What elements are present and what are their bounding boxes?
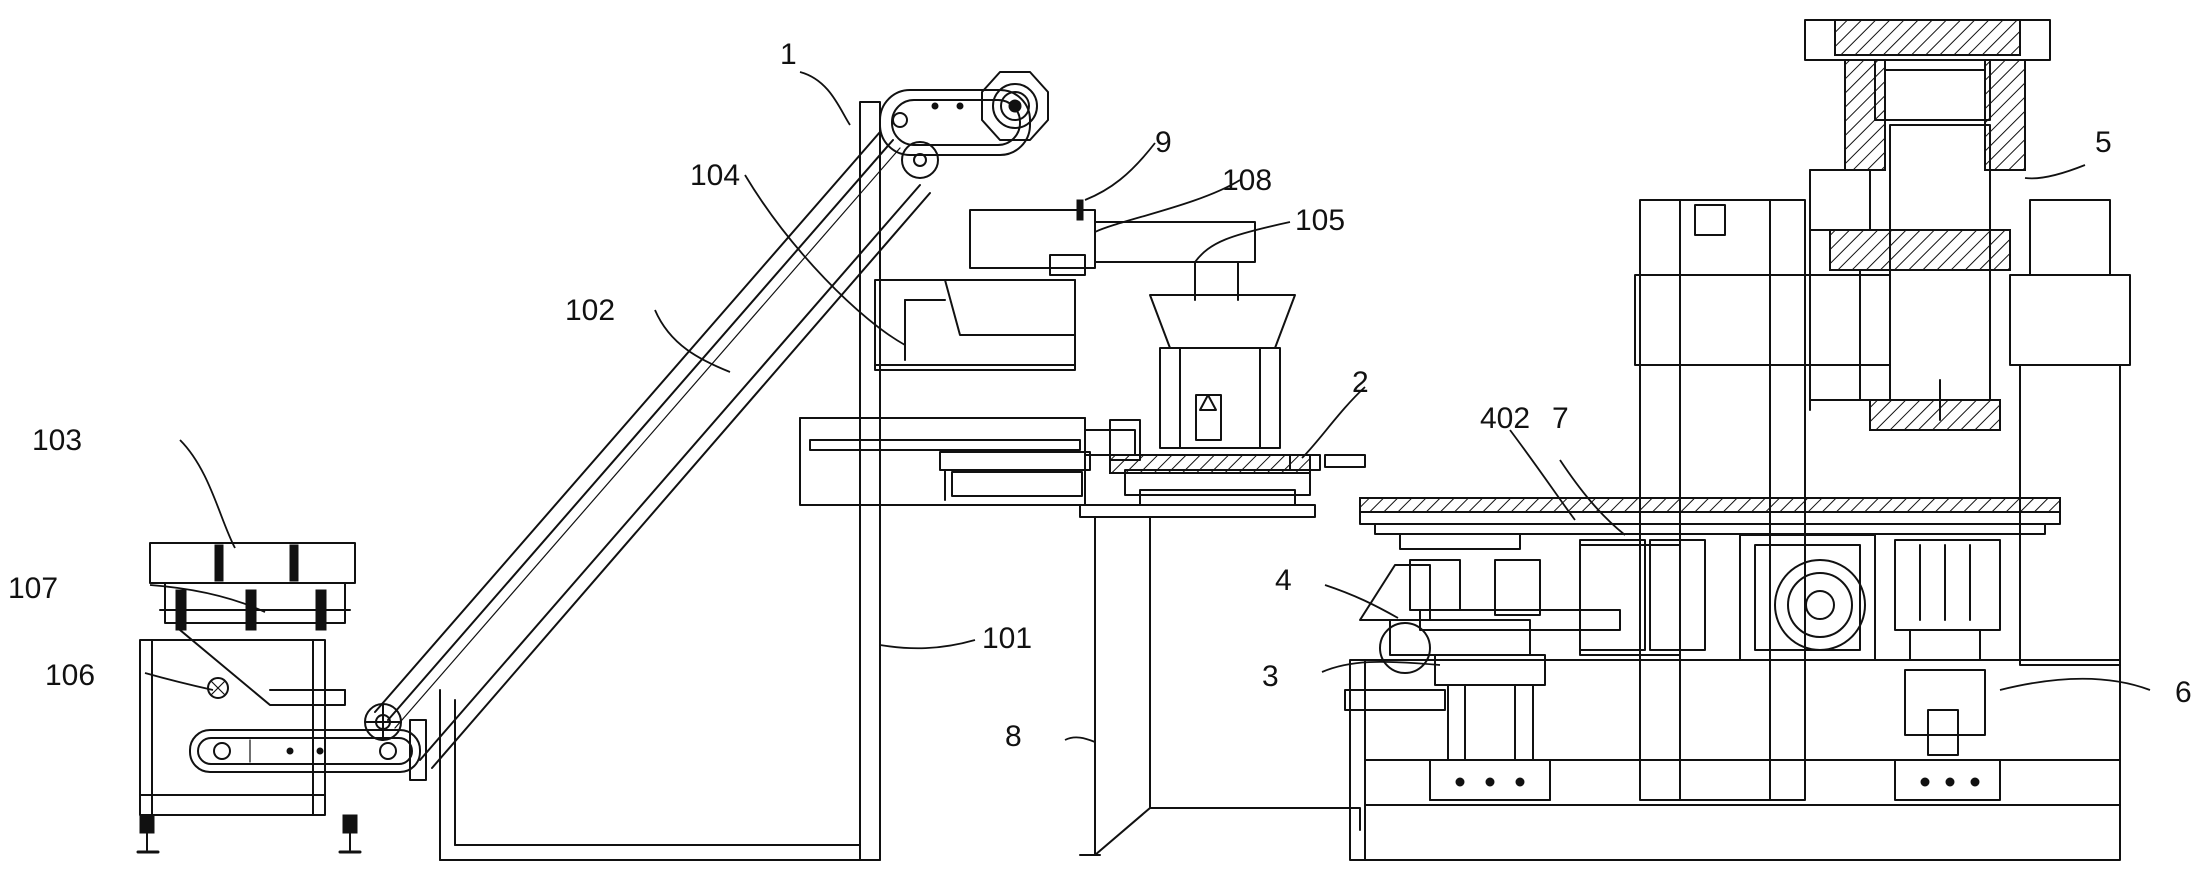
label-107: 107 xyxy=(8,572,58,605)
pusher-platform xyxy=(799,417,1366,518)
stand-8 xyxy=(1079,516,1361,856)
left-hopper-assembly xyxy=(136,542,421,854)
label-1: 1 xyxy=(780,38,797,71)
label-9: 9 xyxy=(1155,126,1172,159)
label-7: 7 xyxy=(1552,402,1569,435)
label-3: 3 xyxy=(1262,660,1279,693)
label-102: 102 xyxy=(565,294,615,327)
label-6: 6 xyxy=(2175,676,2192,709)
vertical-frame xyxy=(439,71,1049,861)
label-8: 8 xyxy=(1005,720,1022,753)
label-4: 4 xyxy=(1275,564,1292,597)
press-frame xyxy=(1349,19,2131,861)
label-105: 105 xyxy=(1295,204,1345,237)
label-402: 402 xyxy=(1480,402,1530,435)
label-2: 2 xyxy=(1352,366,1369,399)
callout-labels: 1 9 108 104 105 102 2 402 7 5 103 107 10… xyxy=(8,38,2192,753)
leader-lines xyxy=(144,71,2151,743)
label-106: 106 xyxy=(45,659,95,692)
label-108: 108 xyxy=(1222,164,1272,197)
label-103: 103 xyxy=(32,424,82,457)
inclined-conveyor xyxy=(364,131,939,781)
label-5: 5 xyxy=(2095,126,2112,159)
label-101: 101 xyxy=(982,622,1032,655)
label-104: 104 xyxy=(690,159,740,192)
rotary-table xyxy=(1344,497,2061,801)
